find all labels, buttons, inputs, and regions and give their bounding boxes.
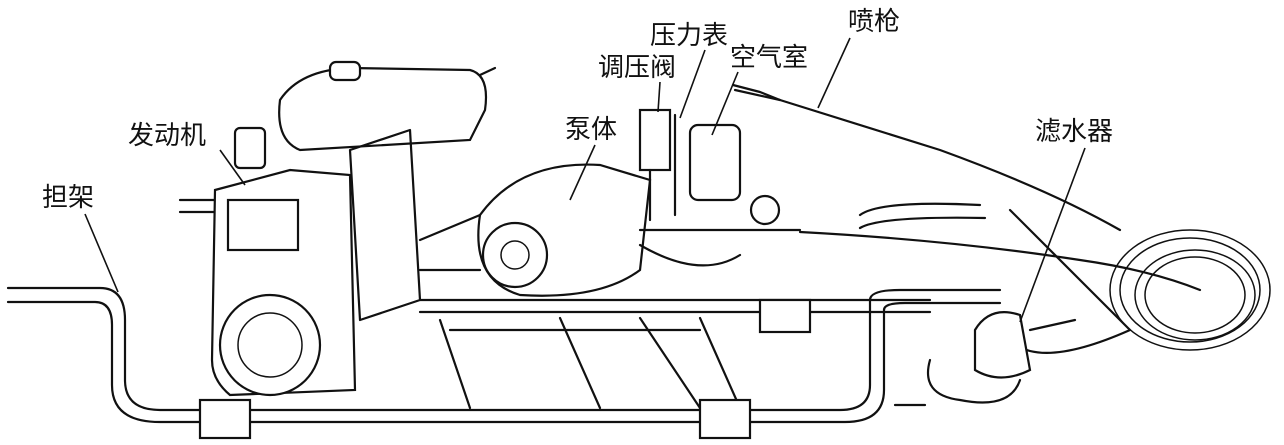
label-water-filter: 滤水器 (1019, 117, 1113, 323)
label-pressure-regulator: 调压阀 (598, 53, 676, 113)
label-stretcher: 担架 (42, 183, 119, 293)
svg-text:空气室: 空气室 (730, 43, 808, 73)
label-air-chamber: 空气室 (711, 43, 808, 136)
label-engine: 发动机 (128, 121, 246, 186)
pump-drawing (418, 108, 802, 297)
frame-bracket (198, 398, 252, 440)
hose-and-gun-drawing (731, 83, 1271, 407)
svg-text:泵体: 泵体 (565, 115, 617, 145)
svg-text:喷枪: 喷枪 (848, 7, 900, 37)
label-pressure-gauge: 压力表 (650, 21, 728, 119)
svg-text:调压阀: 调压阀 (598, 53, 676, 83)
svg-text:发动机: 发动机 (128, 121, 206, 151)
frame-bracket (758, 298, 812, 334)
svg-text:滤水器: 滤水器 (1035, 117, 1113, 147)
svg-text:担架: 担架 (42, 183, 94, 213)
label-pump-body: 泵体 (565, 115, 617, 201)
stretcher-frame (6, 198, 1002, 440)
frame-bracket (698, 398, 752, 440)
svg-text:压力表: 压力表 (650, 21, 728, 51)
label-spray-gun: 喷枪 (817, 7, 900, 109)
engine-drawing (210, 60, 497, 397)
